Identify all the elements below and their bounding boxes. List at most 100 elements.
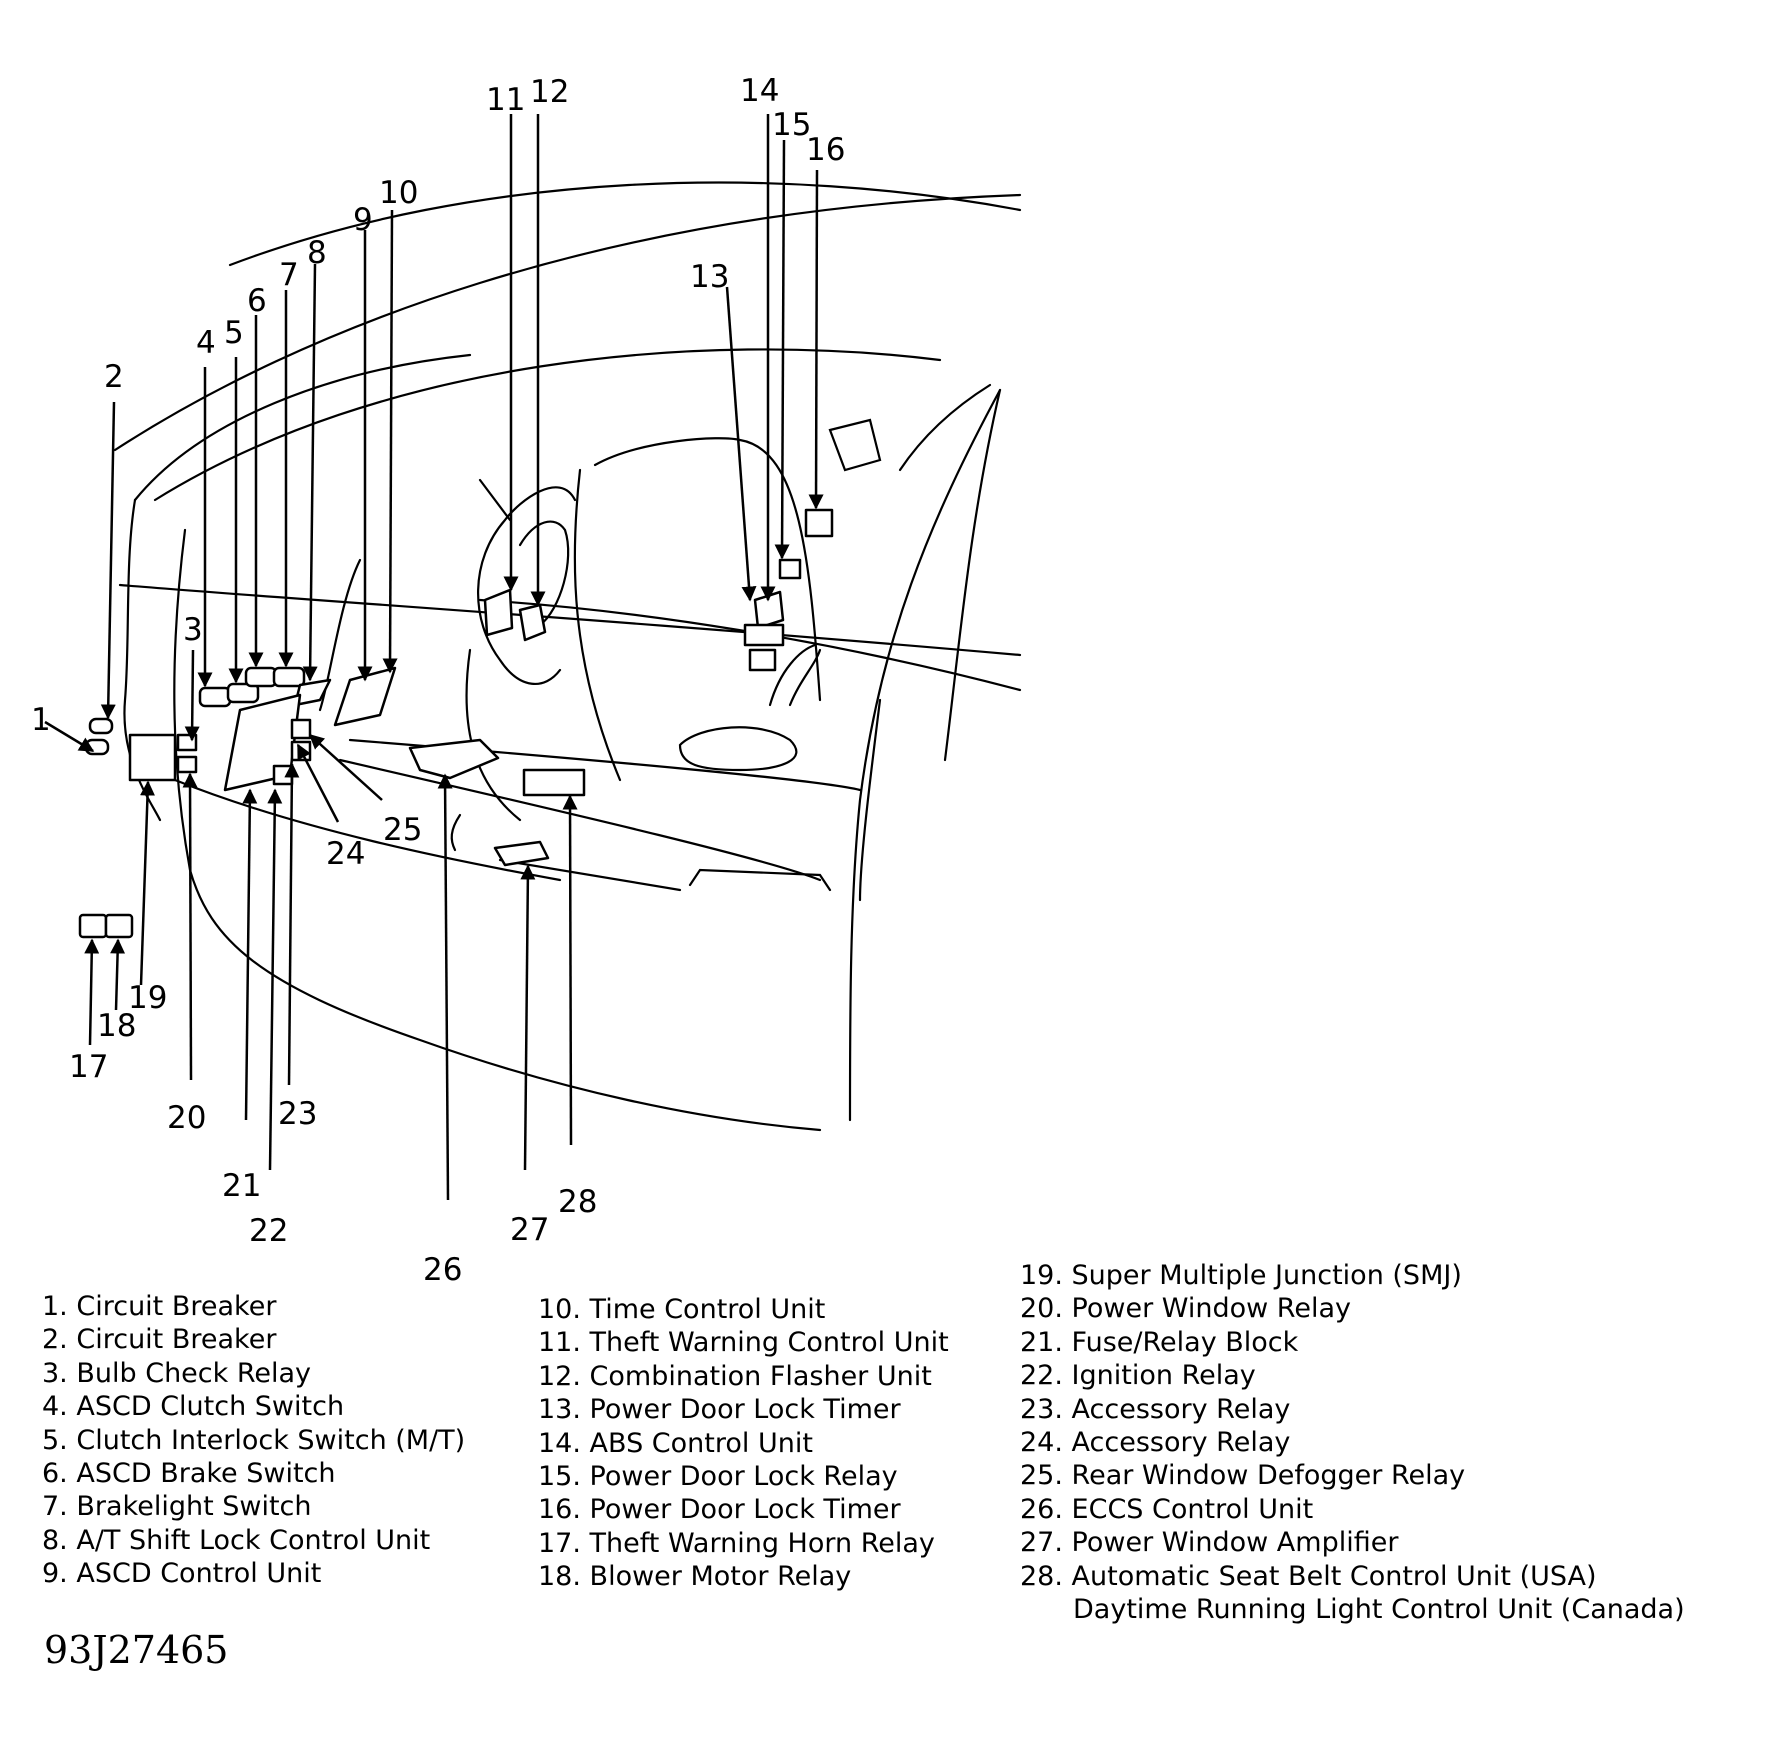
callout-labels: 1 2 3 4 5 6 7 8 9 10 11 12 13 14 15 16 1…: [31, 73, 845, 1288]
legend-item: 8. A/T Shift Lock Control Unit: [42, 1524, 465, 1557]
callout-26: 26: [423, 1252, 462, 1288]
legend-number: 9.: [42, 1558, 68, 1590]
legend-label: Blower Motor Relay: [589, 1561, 852, 1593]
legend-number: 6.: [42, 1458, 68, 1490]
callout-7: 7: [279, 257, 299, 293]
legend-label: Ignition Relay: [1071, 1360, 1256, 1392]
legend-item: 6. ASCD Brake Switch: [42, 1457, 465, 1490]
legend-number: 27.: [1020, 1527, 1063, 1559]
legend-label: Accessory Relay: [1071, 1427, 1291, 1459]
callout-23: 23: [278, 1096, 317, 1132]
callout-16: 16: [806, 132, 845, 168]
legend-item: 24. Accessory Relay: [1020, 1426, 1685, 1459]
callout-9: 9: [353, 202, 373, 238]
legend-number: 24.: [1020, 1427, 1063, 1459]
legend-number: 26.: [1020, 1493, 1063, 1525]
legend-item: 20. Power Window Relay: [1020, 1292, 1685, 1325]
legend-label: Fuse/Relay Block: [1071, 1326, 1299, 1358]
legend-number: 8.: [42, 1524, 68, 1556]
legend-item: 13. Power Door Lock Timer: [538, 1393, 949, 1426]
legend-number: 3.: [42, 1357, 68, 1389]
callout-19: 19: [128, 980, 167, 1016]
component-shapes: [78, 508, 834, 939]
legend-item: 22. Ignition Relay: [1020, 1359, 1685, 1392]
legend-number: 13.: [538, 1394, 581, 1426]
legend-item: 12. Combination Flasher Unit: [538, 1360, 949, 1393]
legend-label: Super Multiple Junction (SMJ): [1071, 1260, 1462, 1291]
callout-11: 11: [486, 82, 525, 118]
legend-label: Power Window Amplifier: [1071, 1527, 1399, 1559]
legend-item: 1. Circuit Breaker: [42, 1290, 465, 1323]
legend-label: Power Door Lock Timer: [589, 1494, 901, 1526]
legend-number: 17.: [538, 1527, 581, 1559]
legend-label: ECCS Control Unit: [1071, 1493, 1314, 1525]
legend-number: 10.: [538, 1294, 581, 1325]
callout-27: 27: [510, 1212, 549, 1248]
legend-label: Power Door Lock Relay: [589, 1461, 898, 1493]
legend-number: 11.: [538, 1327, 581, 1359]
legend-label: Combination Flasher Unit: [589, 1360, 932, 1392]
legend-label: Bulb Check Relay: [76, 1357, 312, 1389]
callout-14: 14: [740, 73, 779, 109]
legend-number: 16.: [538, 1494, 581, 1526]
legend-column-3: 19. Super Multiple Junction (SMJ) 20. Po…: [1020, 1259, 1685, 1626]
legend-number: 2.: [42, 1324, 68, 1356]
legend-number: 14.: [538, 1427, 581, 1459]
legend-number: 25.: [1020, 1460, 1063, 1492]
legend-number: 15.: [538, 1461, 581, 1493]
legend-number: 28.: [1020, 1560, 1063, 1592]
legend-item: 23. Accessory Relay: [1020, 1393, 1685, 1426]
legend-item: 11. Theft Warning Control Unit: [538, 1326, 949, 1359]
legend-label: Power Window Relay: [1071, 1293, 1351, 1325]
legend-item-continuation: Daytime Running Light Control Unit (Cana…: [1073, 1594, 1685, 1626]
legend-column-2: 10. Time Control Unit 11. Theft Warning …: [538, 1293, 949, 1594]
legend-number: 21.: [1020, 1326, 1063, 1358]
legend-label: Brakelight Switch: [76, 1491, 312, 1523]
callout-1: 1: [31, 702, 51, 738]
callout-22: 22: [249, 1213, 288, 1249]
legend-column-1: 1. Circuit Breaker 2. Circuit Breaker 3.…: [42, 1290, 465, 1591]
legend-number: 18.: [538, 1561, 581, 1593]
legend-number: 12.: [538, 1360, 581, 1392]
leader-arrows: [44, 114, 824, 1201]
legend-item: 17. Theft Warning Horn Relay: [538, 1527, 949, 1560]
legend-number: 4.: [42, 1391, 68, 1423]
callout-20: 20: [167, 1100, 206, 1136]
callout-17: 17: [69, 1049, 108, 1085]
callout-25: 25: [383, 812, 422, 848]
legend-item: 7. Brakelight Switch: [42, 1490, 465, 1523]
legend-number: 1.: [42, 1291, 68, 1322]
callout-15: 15: [772, 107, 811, 143]
callout-3: 3: [183, 612, 203, 648]
legend-item: 25. Rear Window Defogger Relay: [1020, 1459, 1685, 1492]
legend-label: Rear Window Defogger Relay: [1071, 1460, 1466, 1492]
legend-label: ABS Control Unit: [589, 1427, 813, 1459]
legend-label: A/T Shift Lock Control Unit: [76, 1524, 431, 1556]
legend-label: Power Door Lock Timer: [589, 1394, 901, 1426]
legend-label: Automatic Seat Belt Control Unit (USA): [1071, 1560, 1597, 1592]
callout-4: 4: [196, 325, 216, 361]
callout-12: 12: [530, 74, 569, 110]
callout-24: 24: [326, 836, 365, 872]
legend-item: 5. Clutch Interlock Switch (M/T): [42, 1424, 465, 1457]
legend-item: 28. Automatic Seat Belt Control Unit (US…: [1020, 1560, 1685, 1593]
legend-item: 27. Power Window Amplifier: [1020, 1526, 1685, 1559]
callout-21: 21: [222, 1168, 261, 1204]
callout-28: 28: [558, 1184, 597, 1220]
callout-13: 13: [690, 259, 729, 295]
legend-number: 7.: [42, 1491, 68, 1523]
dashboard-outline: [113, 181, 1022, 1132]
legend-label: Accessory Relay: [1071, 1393, 1291, 1425]
legend-number: 20.: [1020, 1293, 1063, 1325]
legend-label: Theft Warning Control Unit: [589, 1327, 949, 1359]
legend-label: Circuit Breaker: [76, 1324, 277, 1356]
legend-number: 23.: [1020, 1393, 1063, 1425]
legend-label: Time Control Unit: [589, 1294, 826, 1325]
callout-8: 8: [307, 235, 327, 271]
legend-label: ASCD Brake Switch: [76, 1458, 336, 1490]
callout-5: 5: [224, 315, 244, 351]
legend-item: 26. ECCS Control Unit: [1020, 1493, 1685, 1526]
legend-item: 10. Time Control Unit: [538, 1293, 949, 1326]
legend-item: 21. Fuse/Relay Block: [1020, 1326, 1685, 1359]
callout-18: 18: [97, 1008, 136, 1044]
